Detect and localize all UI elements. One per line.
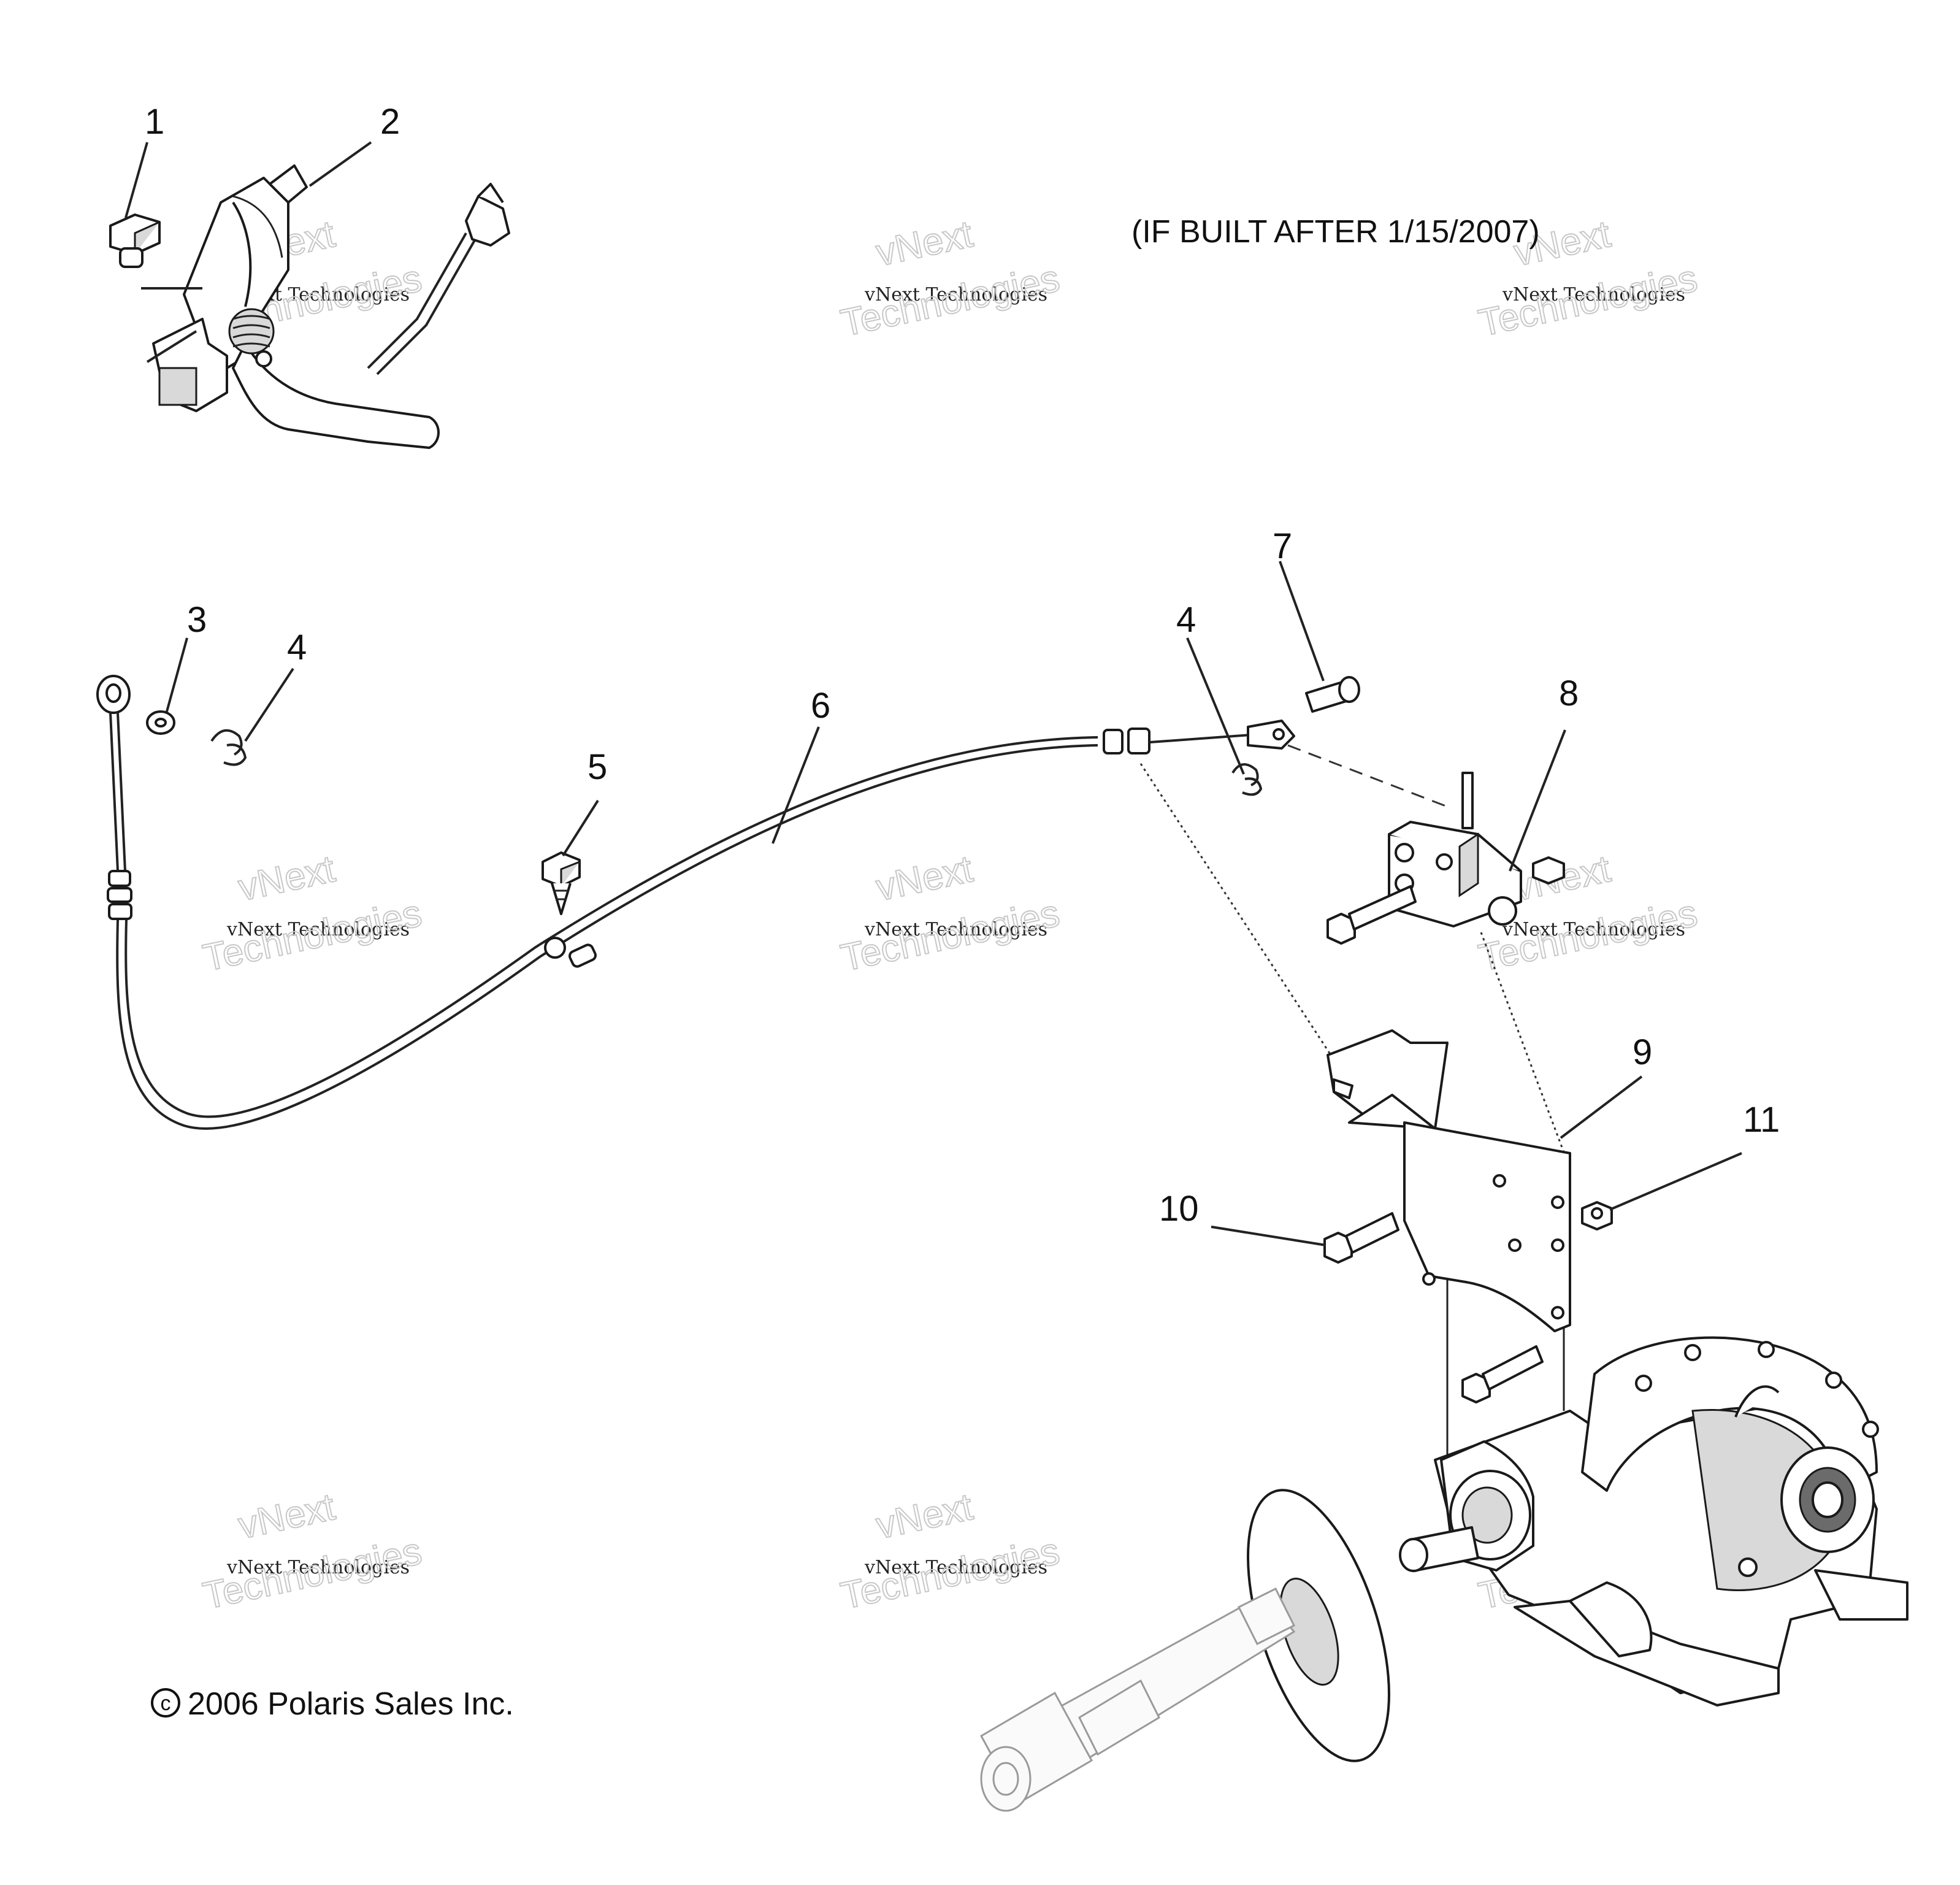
svg-text:vNext Technologies: vNext Technologies [226,919,410,940]
callout-5: 5 [588,747,607,787]
svg-text:vNext Technologies: vNext Technologies [226,1557,410,1578]
svg-text:Technologies: Technologies [837,1530,1063,1618]
part-4-clip-left [210,729,247,766]
svg-text:vNext Technologies: vNext Technologies [1502,919,1685,940]
callout-6: 6 [811,686,830,726]
brake-disc-driveshaft [979,1489,1390,1812]
svg-text:Technologies: Technologies [199,892,425,980]
watermark: vNext vNext Technologies Technologies [199,847,426,980]
svg-text:vNext Technologies: vNext Technologies [864,1557,1047,1578]
part-9-mount-bracket [1326,1029,1571,1403]
callout-2: 2 [380,102,400,142]
svg-text:vNext Technologies: vNext Technologies [1502,284,1685,305]
part-5-push-fastener [542,851,581,915]
svg-text:vNext Technologies: vNext Technologies [864,919,1047,940]
part-2-pedal-assembly [141,164,510,449]
callout-leaders [124,141,1742,1246]
part-10-bolt [1323,1212,1399,1264]
watermark: vNext vNext Technologies Technologies [836,847,1063,980]
watermark: vNext vNext Technologies Technologies [836,1485,1063,1618]
callout-11: 11 [1743,1100,1780,1140]
svg-text:vNext: vNext [235,1486,339,1547]
callout-9: 9 [1633,1032,1652,1072]
svg-text:vNext: vNext [873,1486,976,1547]
gearcase-assembly [1399,1336,1908,1706]
copyright-symbol: c [161,1692,171,1715]
callout-4-right: 4 [1176,600,1196,640]
svg-text:Technologies: Technologies [837,892,1063,980]
watermark: vNext vNext Technologies Technologies [199,1485,426,1618]
part-8-caliper [1326,772,1565,945]
watermark: vNext vNext Technologies Technologies [836,212,1063,345]
part-6-brake-cable [96,675,1295,1130]
svg-text:vNext: vNext [235,848,339,909]
callout-4-left: 4 [287,628,307,667]
part-11-nut [1581,1201,1613,1230]
svg-text:vNext: vNext [873,848,976,909]
callout-numbers: 1 2 3 4 4 5 6 7 8 9 10 11 [145,102,1780,1229]
part-3-washer [146,710,175,735]
callout-1: 1 [145,102,164,142]
callout-7: 7 [1273,526,1292,566]
part-7-clevis-pin [1305,676,1360,713]
svg-text:Technologies: Technologies [199,1530,425,1618]
callout-3: 3 [187,600,207,640]
svg-text:Technologies: Technologies [1475,257,1701,345]
build-date-note: (IF BUILT AFTER 1/15/2007) [1131,214,1540,250]
copyright-notice: c 2006 Polaris Sales Inc. [151,1686,514,1722]
part-1-bolt [109,213,161,268]
callout-10: 10 [1159,1189,1199,1229]
svg-text:vNext: vNext [873,213,976,274]
copyright-circle [151,1688,180,1718]
copyright-text: 2006 Polaris Sales Inc. [188,1686,514,1722]
callout-8: 8 [1559,674,1579,713]
svg-text:vNext Technologies: vNext Technologies [864,284,1047,305]
part-4-clip-right [1231,763,1263,796]
svg-text:Technologies: Technologies [837,257,1063,345]
